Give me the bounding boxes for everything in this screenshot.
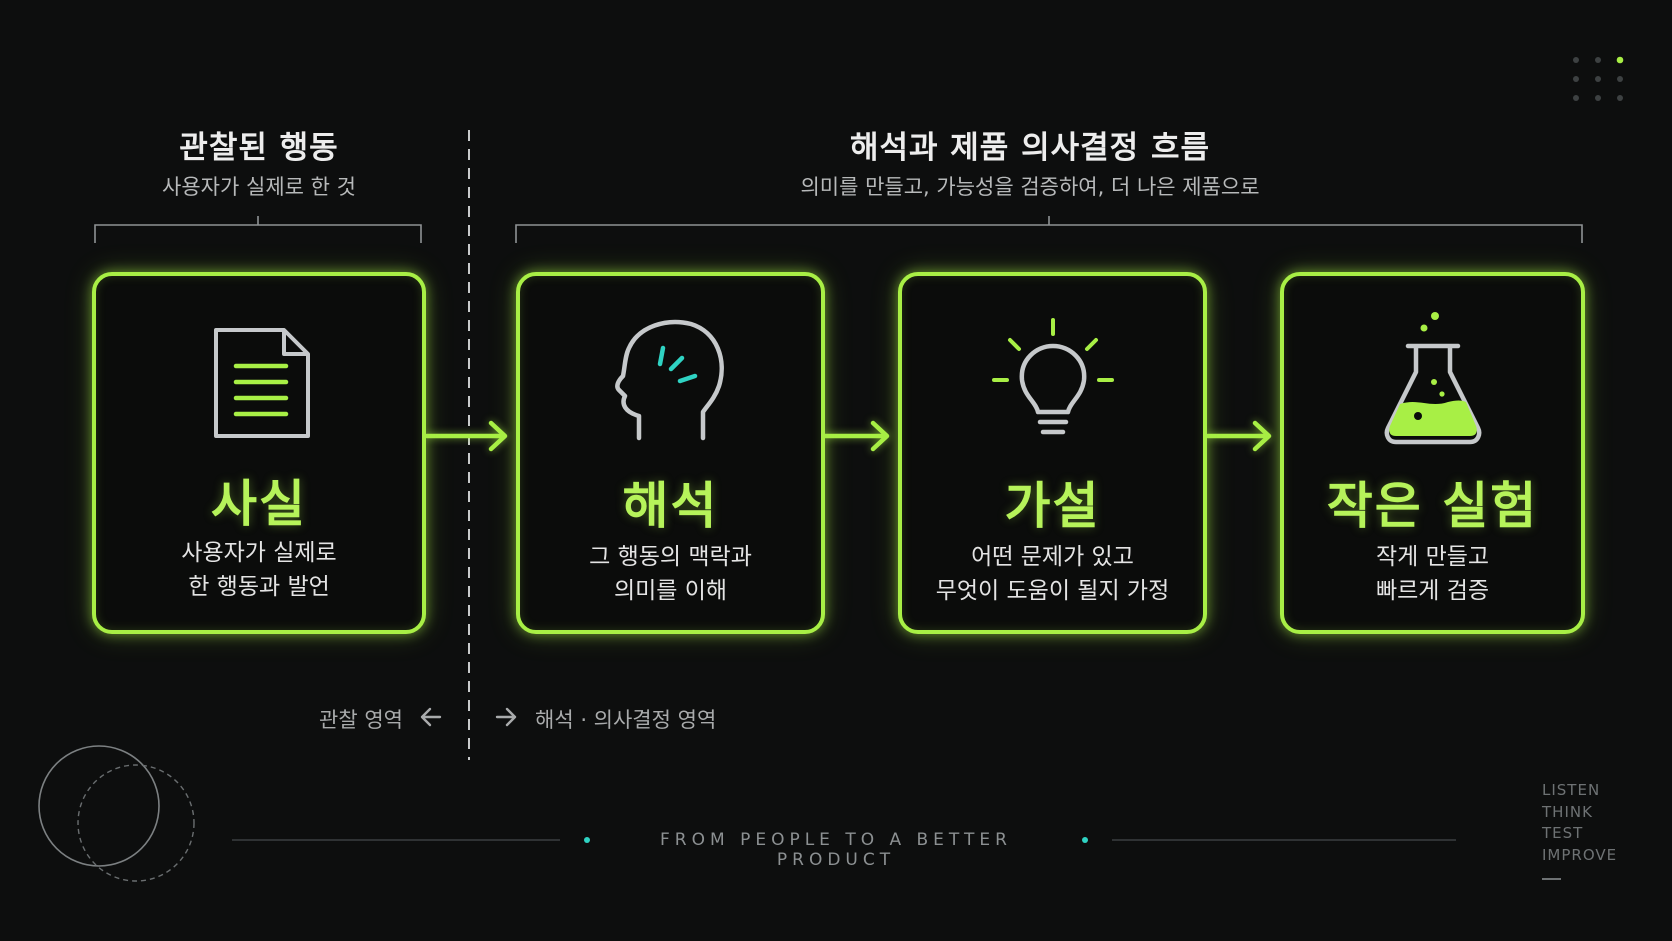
process-keywords: LISTEN THINK TEST IMPROVE — [1542, 780, 1617, 866]
overlapping-circles-decoration — [38, 745, 195, 882]
arrow-left-icon — [420, 707, 442, 727]
interpretation-section-subtitle: 의미를 만들고, 가능성을 검증하여, 더 나은 제품으로 — [800, 175, 1260, 199]
lightbulb-icon — [991, 318, 1114, 435]
head-thinking-icon — [614, 319, 724, 441]
keywords-underline — [1542, 878, 1561, 880]
dot-grid-decoration — [1573, 56, 1624, 101]
keyword: TEST — [1542, 824, 1584, 842]
interpretation-bracket — [515, 216, 1583, 243]
interpretation-region-label: 해석 · 의사결정 영역 — [535, 708, 717, 732]
arrow-right-icon — [495, 707, 517, 727]
step-title: 가설 — [1004, 477, 1101, 535]
arrow-interpretation-to-hypothesis — [822, 420, 890, 452]
observed-section-title: 관찰된 행동 — [179, 130, 339, 166]
observed-section-subtitle: 사용자가 실제로 한 것 — [162, 175, 356, 199]
keyword: IMPROVE — [1542, 845, 1618, 864]
flask-icon — [1384, 312, 1481, 445]
footer-rule — [232, 837, 1456, 843]
observed-bracket — [94, 216, 422, 243]
keyword: THINK — [1542, 802, 1593, 821]
footer-tagline: FROM PEOPLE TO A BETTER PRODUCT — [660, 830, 1012, 870]
arrow-fact-to-interpretation — [424, 420, 508, 452]
observation-region-label: 관찰 영역 — [319, 708, 403, 732]
step-title: 사실 — [211, 475, 307, 533]
arrow-hypothesis-to-experiment — [1205, 420, 1272, 452]
step-title: 작은 실험 — [1326, 477, 1539, 535]
document-icon — [214, 328, 310, 438]
keyword: LISTEN — [1542, 781, 1601, 799]
step-title: 해석 — [622, 477, 719, 535]
interpretation-section-title: 해석과 제품 의사결정 흐름 — [849, 130, 1211, 166]
